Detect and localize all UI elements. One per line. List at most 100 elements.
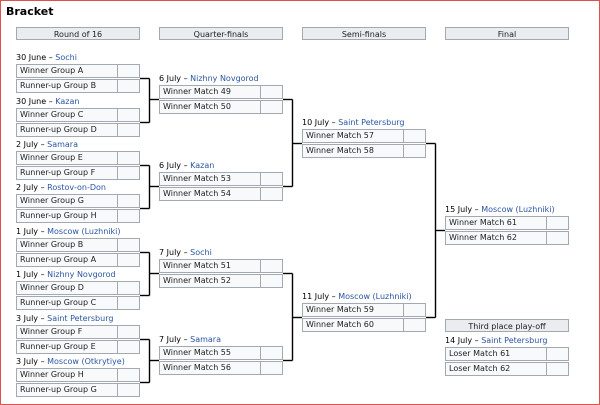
team-row: Winner Match 55 xyxy=(159,346,283,360)
team-row: Winner Match 52 xyxy=(159,274,283,288)
score-cell xyxy=(117,282,139,294)
score-cell xyxy=(117,254,139,266)
team-name: Winner Match 54 xyxy=(163,189,231,198)
venue-link[interactable]: Kazan xyxy=(55,97,80,106)
date-venue-separator: – xyxy=(38,357,48,366)
team-name: Winner Match 51 xyxy=(163,261,231,270)
team-name: Runner-up Group G xyxy=(20,385,97,394)
team-row: Winner Group G xyxy=(16,194,140,208)
match-date: 11 July xyxy=(302,292,330,301)
team-row: Winner Match 60 xyxy=(302,318,426,332)
score-cell xyxy=(546,348,568,360)
team-row: Runner-up Group H xyxy=(16,209,140,223)
venue-link[interactable]: Moscow (Luzhniki) xyxy=(481,205,555,214)
match-date: 30 June xyxy=(16,97,47,106)
team-row: Runner-up Group A xyxy=(16,253,140,267)
score-cell xyxy=(260,173,282,185)
team-row: Runner-up Group B xyxy=(16,79,140,93)
score-cell xyxy=(117,297,139,309)
team-name: Winner Group A xyxy=(20,66,84,75)
score-cell xyxy=(403,304,425,316)
match-date-venue: 7 July – Samara xyxy=(159,335,221,345)
round-heading: Semi-finals xyxy=(302,27,426,40)
team-row: Winner Match 50 xyxy=(159,100,283,114)
team-name: Winner Match 62 xyxy=(449,233,517,242)
match-date: 2 July xyxy=(16,183,39,192)
match-date: 7 July xyxy=(159,248,182,257)
team-row: Winner Match 58 xyxy=(302,144,426,158)
team-row: Winner Group F xyxy=(16,325,140,339)
score-cell xyxy=(117,195,139,207)
match-date-venue: 3 July – Saint Petersburg xyxy=(16,314,113,324)
team-name: Winner Match 50 xyxy=(163,102,231,111)
venue-link[interactable]: Saint Petersburg xyxy=(338,118,405,127)
team-row: Winner Group C xyxy=(16,108,140,122)
score-cell xyxy=(117,167,139,179)
team-name: Winner Match 61 xyxy=(449,218,517,227)
venue-link[interactable]: Samara xyxy=(190,335,221,344)
team-name: Winner Match 52 xyxy=(163,276,231,285)
score-cell xyxy=(403,145,425,157)
score-cell xyxy=(117,109,139,121)
team-name: Winner Match 49 xyxy=(163,87,231,96)
match-date: 3 July xyxy=(16,357,39,366)
venue-link[interactable]: Saint Petersburg xyxy=(481,336,548,345)
venue-link[interactable]: Nizhny Novgorod xyxy=(47,270,116,279)
date-venue-separator: – xyxy=(181,248,191,257)
venue-link[interactable]: Rostov-on-Don xyxy=(47,183,106,192)
team-row: Winner Group D xyxy=(16,281,140,295)
date-venue-separator: – xyxy=(46,53,56,62)
venue-link[interactable]: Kazan xyxy=(190,161,215,170)
team-row: Loser Match 62 xyxy=(445,362,569,376)
date-venue-separator: – xyxy=(38,270,48,279)
score-cell xyxy=(260,347,282,359)
venue-link[interactable]: Moscow (Luzhniki) xyxy=(338,292,412,301)
team-row: Winner Match 62 xyxy=(445,231,569,245)
date-venue-separator: – xyxy=(38,314,48,323)
team-name: Runner-up Group D xyxy=(20,125,97,134)
match-date-venue: 1 July – Nizhny Novgorod xyxy=(16,270,116,280)
match-date: 3 July xyxy=(16,314,39,323)
match-date: 14 July xyxy=(445,336,473,345)
round-heading: Final xyxy=(445,27,569,40)
team-row: Winner Group H xyxy=(16,368,140,382)
match-date: 30 June xyxy=(16,53,47,62)
score-cell xyxy=(546,217,568,229)
match-date-venue: 2 July – Samara xyxy=(16,140,78,150)
team-row: Winner Match 57 xyxy=(302,129,426,143)
team-name: Runner-up Group F xyxy=(20,168,96,177)
venue-link[interactable]: Moscow (Luzhniki) xyxy=(47,227,121,236)
match-date-venue: 30 June – Sochi xyxy=(16,53,77,63)
round-heading: Quarter-finals xyxy=(159,27,283,40)
score-cell xyxy=(403,319,425,331)
venue-link[interactable]: Saint Petersburg xyxy=(47,314,114,323)
venue-link[interactable]: Moscow (Otkrytiye) xyxy=(47,357,125,366)
score-cell xyxy=(117,326,139,338)
team-name: Winner Group C xyxy=(20,110,84,119)
date-venue-separator: – xyxy=(181,335,191,344)
team-row: Winner Group E xyxy=(16,151,140,165)
score-cell xyxy=(117,65,139,77)
team-name: Winner Match 59 xyxy=(306,305,374,314)
score-cell xyxy=(260,260,282,272)
team-row: Winner Match 51 xyxy=(159,259,283,273)
match-date-venue: 6 July – Kazan xyxy=(159,161,214,171)
score-cell xyxy=(117,152,139,164)
team-row: Runner-up Group G xyxy=(16,383,140,397)
team-row: Winner Match 49 xyxy=(159,85,283,99)
team-row: Winner Group A xyxy=(16,64,140,78)
venue-link[interactable]: Sochi xyxy=(55,53,77,62)
score-cell xyxy=(260,275,282,287)
team-name: Winner Group H xyxy=(20,370,84,379)
team-row: Runner-up Group D xyxy=(16,123,140,137)
match-date: 7 July xyxy=(159,335,182,344)
venue-link[interactable]: Sochi xyxy=(190,248,212,257)
date-venue-separator: – xyxy=(46,97,56,106)
match-date-venue: 11 July – Moscow (Luzhniki) xyxy=(302,292,412,302)
score-cell xyxy=(117,384,139,396)
team-name: Winner Match 60 xyxy=(306,320,374,329)
venue-link[interactable]: Nizhny Novgorod xyxy=(190,74,259,83)
score-cell xyxy=(117,239,139,251)
team-row: Winner Match 59 xyxy=(302,303,426,317)
venue-link[interactable]: Samara xyxy=(47,140,78,149)
